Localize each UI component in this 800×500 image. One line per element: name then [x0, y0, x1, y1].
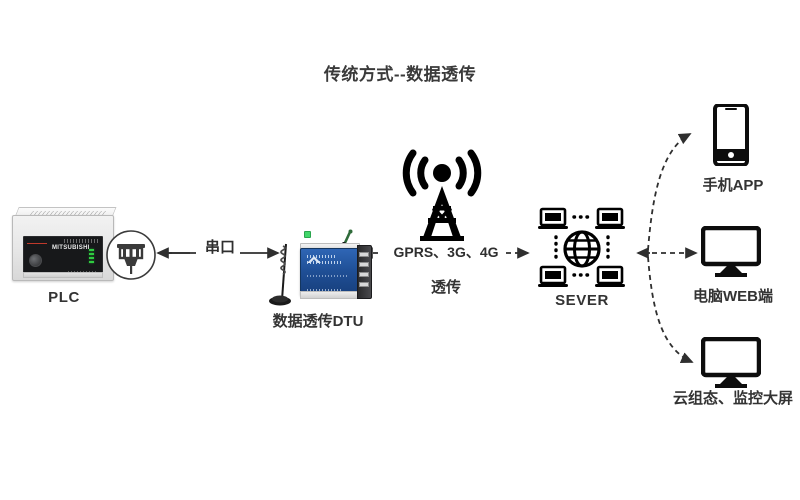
- dtu-body: [300, 248, 360, 296]
- plc-label: PLC: [48, 289, 80, 306]
- phone-label: 手机APP: [702, 177, 764, 194]
- wireless-link-label: GPRS、3G、4G: [393, 244, 499, 260]
- plc-terminal-strip: [23, 272, 103, 278]
- serial-link-label: 串口: [204, 239, 235, 256]
- dtu-terminal-block: [357, 245, 372, 299]
- link-server-fanout: [636, 133, 698, 363]
- plc-rotary-dial: [29, 254, 42, 267]
- plc-accent-line: [27, 243, 47, 244]
- link-serial-group: 串口: [150, 236, 290, 280]
- desktop-monitor-icon-web: [700, 225, 762, 278]
- plc-front-panel: MITSUBISHI: [23, 236, 103, 278]
- dtu-model-text-3: [307, 275, 347, 277]
- smartphone-icon: [713, 103, 749, 167]
- plc-brand-mark: MITSUBISHI: [52, 245, 90, 251]
- dtu-model-text-1: [307, 255, 337, 258]
- web-label: 电脑WEB端: [693, 288, 773, 305]
- dtu-cert-text: [307, 289, 343, 292]
- dtu-model-text-2: [307, 261, 341, 264]
- dtu-antennas: [269, 229, 353, 306]
- wireless-mode-label: 透传: [430, 279, 461, 296]
- dtu-device-icon: [258, 228, 376, 308]
- plc-body: MITSUBISHI: [12, 215, 114, 281]
- plc-silkscreen-top: [64, 239, 98, 243]
- cell-tower-icon: [392, 148, 492, 243]
- cloud-label: 云组态、监控大屏: [672, 390, 793, 407]
- plc-device-icon: MITSUBISHI: [12, 207, 117, 285]
- desktop-monitor-icon-cloud: [700, 336, 762, 389]
- serial-port-connector-icon: [104, 228, 158, 282]
- page-title: 传统方式--数据透传: [323, 65, 477, 84]
- server-label: SEVER: [555, 292, 609, 309]
- dtu-label: 数据透传DTU: [272, 313, 364, 330]
- server-network-globe-icon: [536, 203, 628, 295]
- plc-status-leds: [76, 249, 94, 263]
- dtu-power-led: [304, 231, 311, 238]
- link-wireless-group: GPRS、3G、4G 透传: [356, 240, 536, 302]
- dtu-bottom-rail: [300, 291, 360, 299]
